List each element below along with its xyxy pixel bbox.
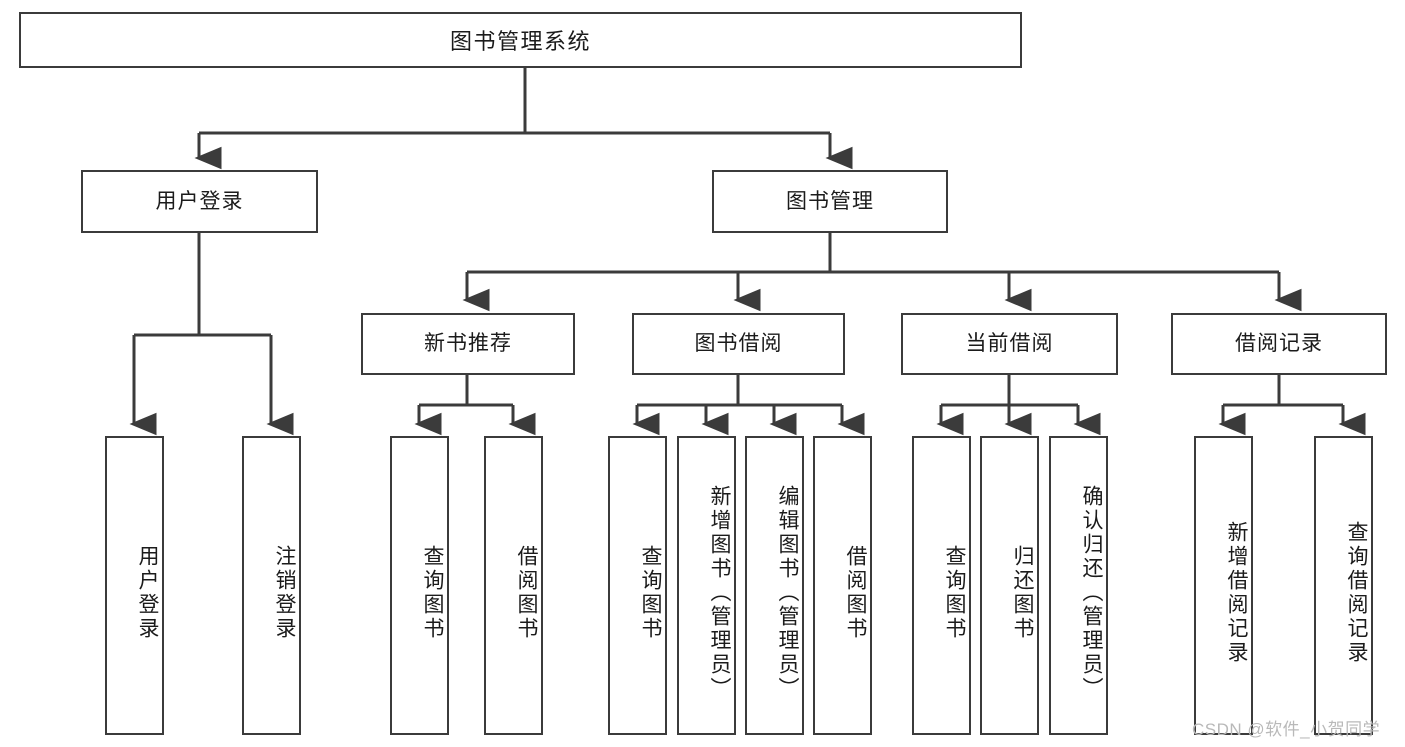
node-root-system[interactable]: 图书管理系统 [19, 12, 1022, 68]
node-user-login[interactable]: 用户登录 [81, 170, 318, 233]
leaf-current-borrow-confirm-admin[interactable]: 确认归还（管理员） [1049, 436, 1108, 735]
node-label: 归还图书 [1011, 544, 1034, 641]
node-book-management[interactable]: 图书管理 [712, 170, 948, 233]
node-label: 图书管理系统 [449, 29, 591, 54]
node-book-borrow[interactable]: 图书借阅 [632, 313, 845, 375]
node-label: 图书管理 [786, 189, 874, 213]
node-label: 借阅图书 [515, 544, 538, 641]
node-label: 确认归还（管理员） [1080, 484, 1103, 701]
leaf-book-borrow-add-admin[interactable]: 新增图书（管理员） [677, 436, 736, 735]
leaf-current-borrow-return[interactable]: 归还图书 [980, 436, 1039, 735]
leaf-current-borrow-query[interactable]: 查询图书 [912, 436, 971, 735]
node-label: 新书推荐 [424, 332, 512, 356]
node-label: 注销登录 [273, 544, 296, 641]
leaf-book-borrow-borrow[interactable]: 借阅图书 [813, 436, 872, 735]
node-new-book-recommend[interactable]: 新书推荐 [361, 313, 575, 375]
node-current-borrow[interactable]: 当前借阅 [901, 313, 1118, 375]
leaf-new-book-borrow[interactable]: 借阅图书 [484, 436, 543, 735]
node-label: 查询图书 [421, 544, 444, 641]
leaf-new-book-query[interactable]: 查询图书 [390, 436, 449, 735]
node-label: 当前借阅 [965, 332, 1054, 356]
leaf-borrow-record-add[interactable]: 新增借阅记录 [1194, 436, 1253, 735]
leaf-borrow-record-query[interactable]: 查询借阅记录 [1314, 436, 1373, 735]
node-label: 用户登录 [155, 189, 244, 213]
node-borrow-record[interactable]: 借阅记录 [1171, 313, 1387, 375]
node-label: 用户登录 [136, 544, 159, 641]
node-label: 编辑图书（管理员） [776, 484, 799, 701]
node-label: 借阅图书 [844, 544, 867, 641]
node-label: 借阅记录 [1235, 332, 1323, 356]
csdn-watermark: CSDN @软件_小贺同学 [1192, 720, 1381, 739]
node-label: 图书借阅 [694, 332, 783, 356]
node-label: 新增借阅记录 [1225, 520, 1248, 665]
node-label: 新增图书（管理员） [708, 484, 731, 701]
leaf-book-borrow-edit-admin[interactable]: 编辑图书（管理员） [745, 436, 804, 735]
node-label: 查询借阅记录 [1345, 520, 1368, 665]
leaf-user-login-login[interactable]: 用户登录 [105, 436, 164, 735]
node-label: 查询图书 [639, 544, 662, 641]
leaf-book-borrow-query[interactable]: 查询图书 [608, 436, 667, 735]
node-label: 查询图书 [943, 544, 966, 641]
leaf-user-login-logout[interactable]: 注销登录 [242, 436, 301, 735]
